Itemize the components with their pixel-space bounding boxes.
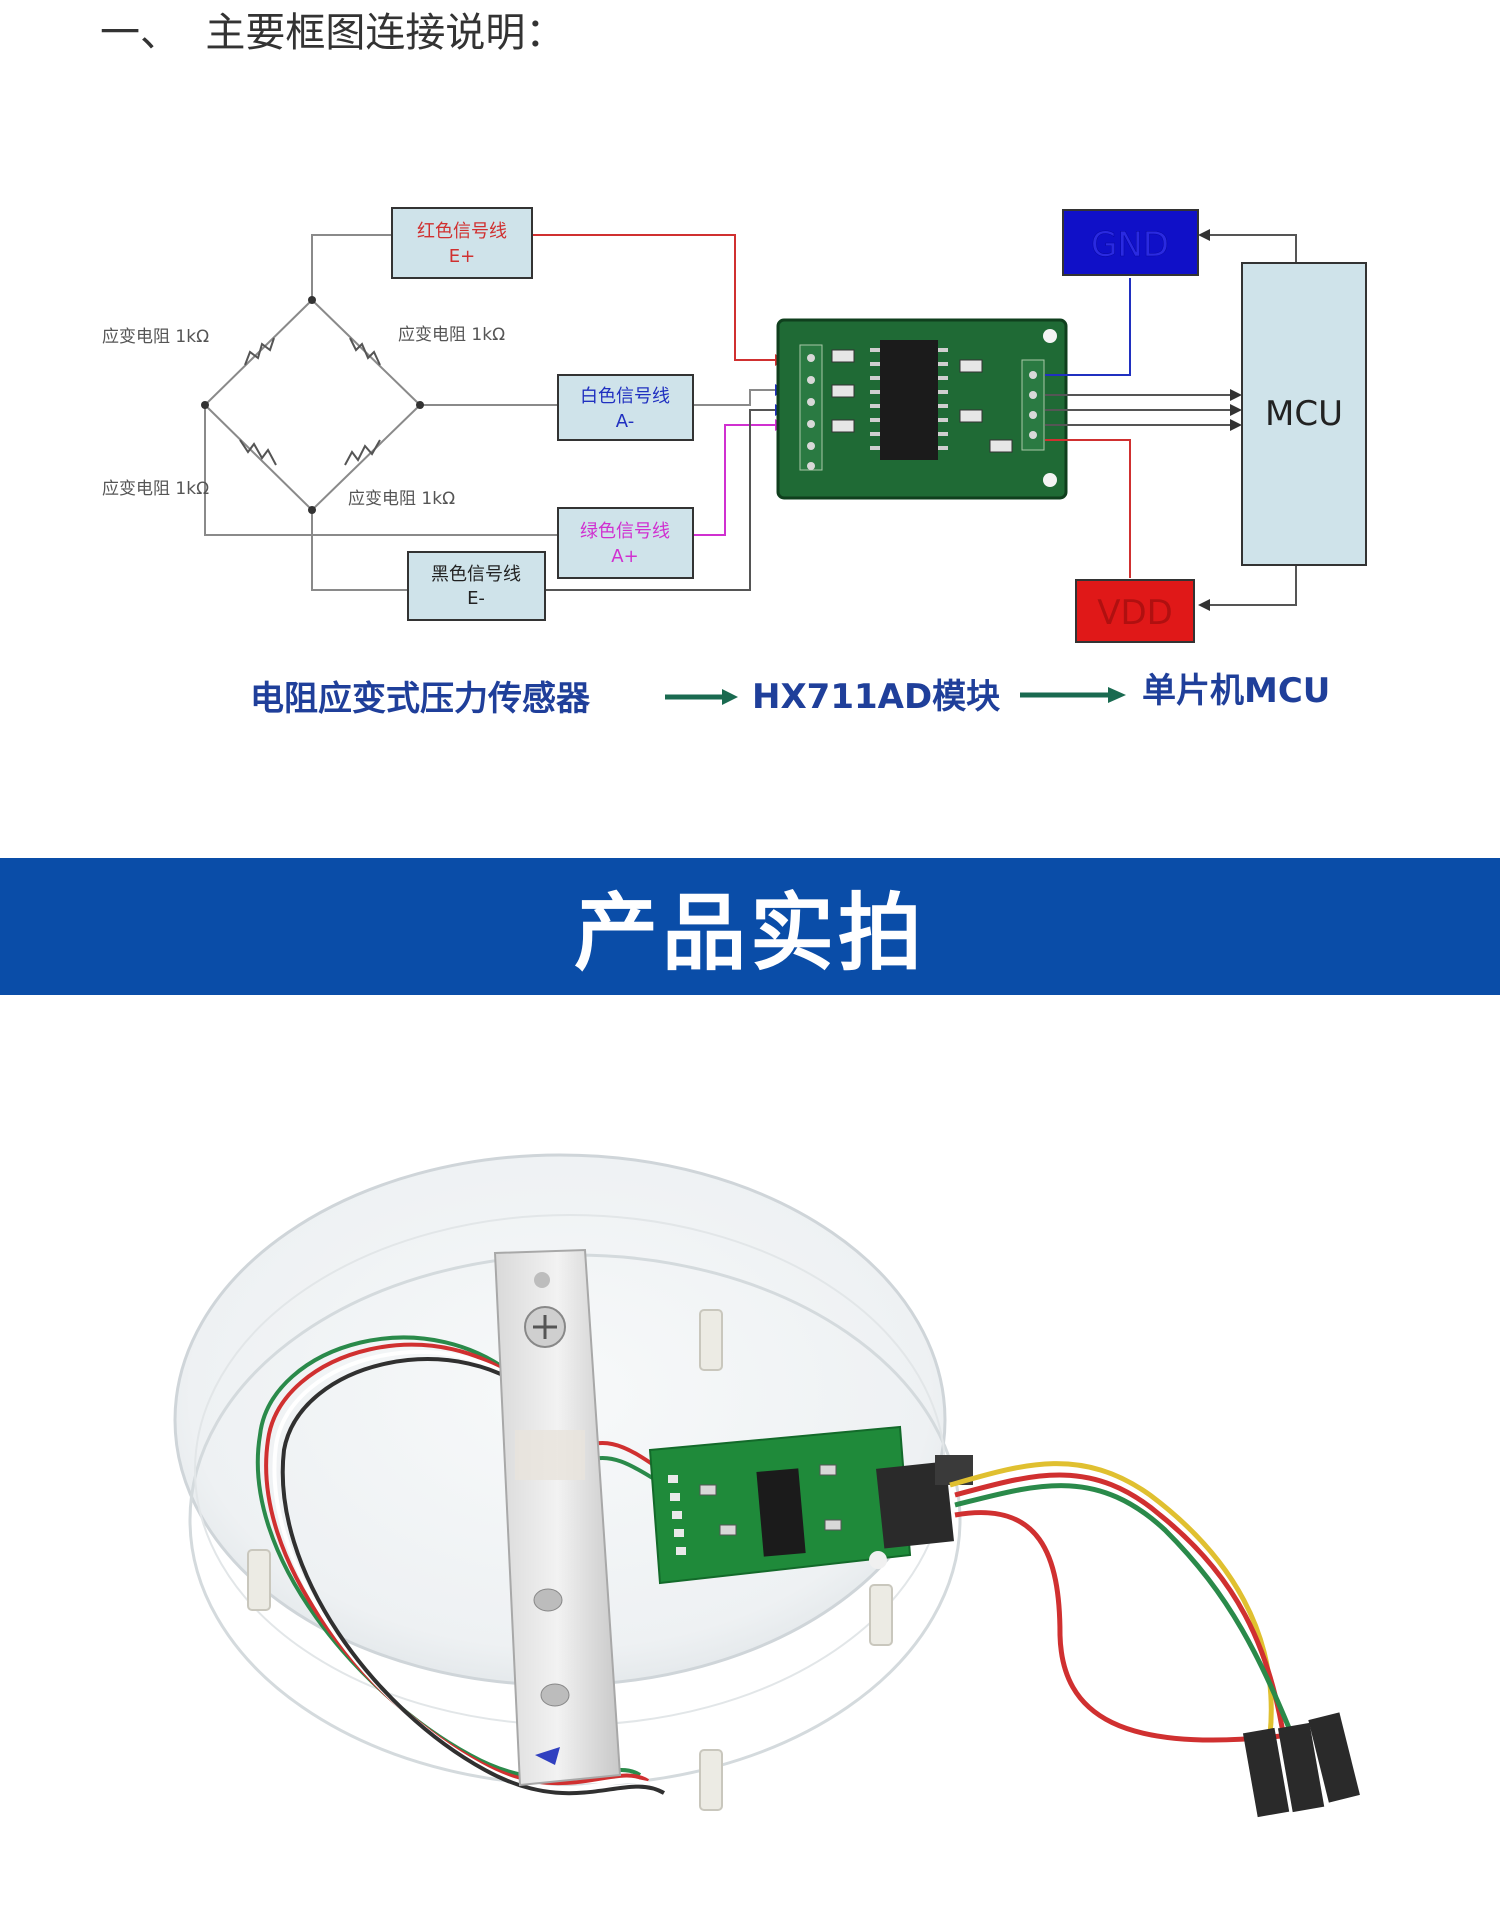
gnd-box: GND xyxy=(1062,209,1199,276)
connection-diagram: 应变电阻 1kΩ 应变电阻 1kΩ 应变电阻 1kΩ 应变电阻 1kΩ 红色信号… xyxy=(102,207,1367,719)
svg-text:红色信号线: 红色信号线 xyxy=(417,221,507,242)
resistor-label-top-left: 应变电阻 1kΩ xyxy=(102,327,209,347)
svg-text:黑色信号线: 黑色信号线 xyxy=(431,564,521,585)
vdd-box: VDD xyxy=(1075,579,1195,643)
svg-text:绿色信号线: 绿色信号线 xyxy=(580,521,670,542)
svg-text:A-: A- xyxy=(616,411,634,432)
gnd-wire xyxy=(1045,278,1131,376)
mcu-box: MCU xyxy=(1241,262,1367,566)
flow-step-module: HX711AD模块 xyxy=(752,677,1000,717)
resistor-label-bottom-right: 应变电阻 1kΩ xyxy=(348,489,455,509)
svg-text:E+: E+ xyxy=(449,246,475,267)
svg-text:GND: GND xyxy=(1091,225,1169,265)
flow-arrow-2 xyxy=(1020,687,1126,703)
resistor-label-top-right: 应变电阻 1kΩ xyxy=(398,325,505,345)
signal-box-red: 红色信号线 E+ xyxy=(391,207,533,279)
svg-text:白色信号线: 白色信号线 xyxy=(580,386,670,407)
product-photo xyxy=(173,1153,1360,1818)
svg-text:VDD: VDD xyxy=(1097,593,1173,633)
red-wire xyxy=(532,234,775,361)
output-cable xyxy=(949,1461,1303,1756)
data-wires xyxy=(1045,394,1230,426)
section-banner: 产品实拍 xyxy=(0,858,1500,995)
vdd-wire xyxy=(1045,439,1131,578)
flow-step-mcu: 单片机MCU xyxy=(1142,671,1330,711)
flow-arrow-1 xyxy=(665,689,738,705)
load-cell xyxy=(493,1248,622,1787)
svg-text:E-: E- xyxy=(467,588,485,609)
signal-box-white: 白色信号线 A- xyxy=(557,374,694,441)
resistor-symbols xyxy=(239,337,381,466)
svg-text:A+: A+ xyxy=(611,546,638,567)
banner-title: 产品实拍 xyxy=(573,884,926,982)
bridge-nodes xyxy=(201,296,424,514)
black-wire xyxy=(545,409,775,591)
female-connectors xyxy=(1242,1712,1360,1818)
svg-text:MCU: MCU xyxy=(1265,394,1343,434)
green-wire xyxy=(693,424,775,536)
hx711-board xyxy=(648,1425,912,1585)
section-heading: 一、 主要框图连接说明： xyxy=(100,10,566,56)
flow-step-sensor: 电阻应变式压力传感器 xyxy=(250,679,591,719)
signal-box-black: 黑色信号线 E- xyxy=(407,551,546,621)
signal-box-green: 绿色信号线 A+ xyxy=(557,507,694,579)
hx711-module-image xyxy=(776,318,1068,500)
white-wire xyxy=(693,389,775,406)
nylon-standoffs xyxy=(247,1309,893,1811)
bridge-wires xyxy=(204,234,558,591)
resistor-label-bottom-left: 应变电阻 1kΩ xyxy=(102,479,209,499)
